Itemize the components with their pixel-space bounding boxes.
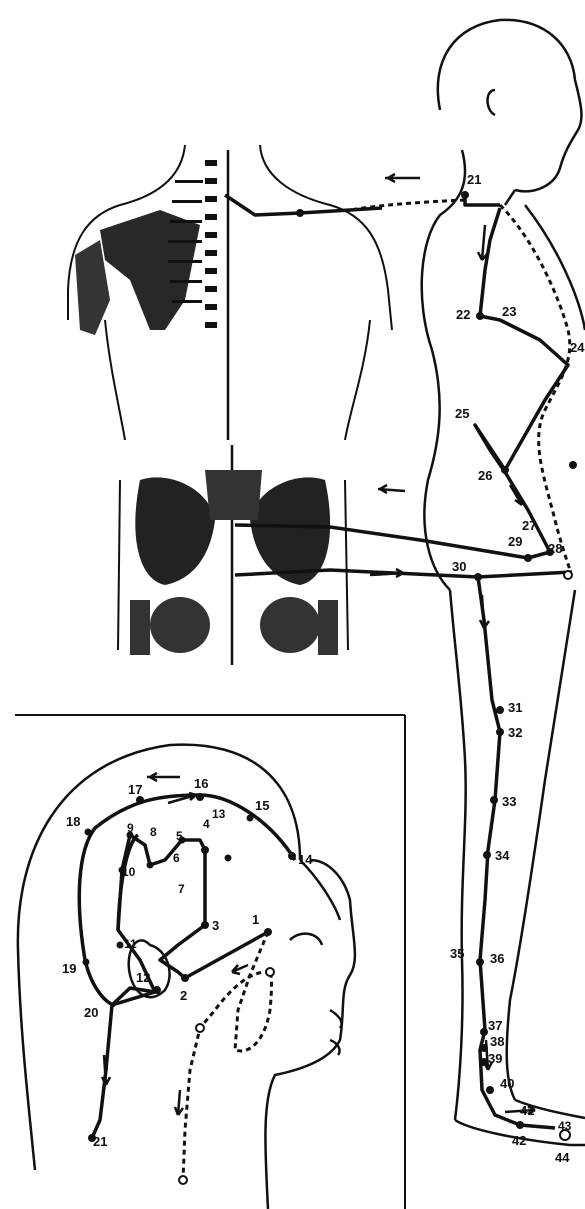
label-7: 7 xyxy=(178,882,185,896)
label-10: 10 xyxy=(122,865,136,879)
label-13: 13 xyxy=(212,807,226,821)
label-33: 33 xyxy=(502,794,516,809)
label-28: 28 xyxy=(548,541,562,556)
label-40: 40 xyxy=(500,1076,514,1091)
label-8: 8 xyxy=(150,825,157,839)
label-11: 11 xyxy=(124,937,137,951)
label-20: 20 xyxy=(84,1005,98,1020)
label-37: 37 xyxy=(488,1018,502,1033)
point-labels: 1 2 3 4 5 6 7 8 9 10 11 12 13 14 15 16 1… xyxy=(62,172,585,1165)
label-16: 16 xyxy=(194,776,208,791)
label-14: 14 xyxy=(298,852,313,867)
label-21-body: 21 xyxy=(467,172,481,187)
label-4: 4 xyxy=(203,817,210,831)
label-38: 38 xyxy=(490,1034,504,1049)
label-30: 30 xyxy=(452,559,466,574)
meridian-dashed-path xyxy=(183,200,570,1180)
label-42: 42 xyxy=(512,1133,526,1148)
label-27: 27 xyxy=(522,518,536,533)
label-12: 12 xyxy=(136,970,150,985)
label-24: 24 xyxy=(570,340,585,355)
label-25: 25 xyxy=(455,406,469,421)
label-23: 23 xyxy=(502,304,516,319)
label-22: 22 xyxy=(456,307,470,322)
label-39: 39 xyxy=(488,1051,502,1066)
label-31: 31 xyxy=(508,700,522,715)
label-6: 6 xyxy=(173,851,180,865)
label-35: 35 xyxy=(450,946,464,961)
label-5: 5 xyxy=(176,829,183,843)
scapula-shading xyxy=(75,160,217,335)
label-26: 26 xyxy=(478,468,492,483)
body-side-drawing xyxy=(422,20,585,1145)
back-torso-drawing xyxy=(68,145,392,440)
label-9: 9 xyxy=(127,821,134,835)
label-34: 34 xyxy=(495,848,510,863)
label-44: 44 xyxy=(555,1150,570,1165)
acupoint-dots xyxy=(83,191,578,1142)
label-36: 36 xyxy=(490,951,504,966)
label-17: 17 xyxy=(128,782,142,797)
label-32: 32 xyxy=(508,725,522,740)
pelvis-drawing xyxy=(118,445,348,665)
label-3: 3 xyxy=(212,918,219,933)
label-29: 29 xyxy=(508,534,522,549)
label-2: 2 xyxy=(180,988,187,1003)
label-19: 19 xyxy=(62,961,76,976)
label-43: 43 xyxy=(558,1119,572,1133)
label-15: 15 xyxy=(255,798,269,813)
label-21-head: 21 xyxy=(93,1134,107,1149)
label-41: 41 xyxy=(520,1103,534,1118)
label-1: 1 xyxy=(252,912,259,927)
label-18: 18 xyxy=(66,814,80,829)
